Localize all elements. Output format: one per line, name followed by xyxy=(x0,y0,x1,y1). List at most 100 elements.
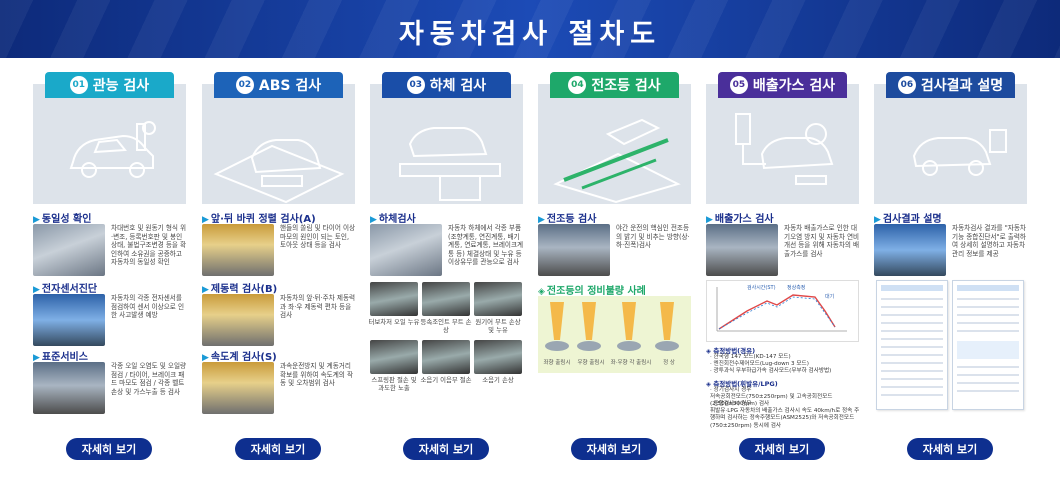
section-desc: 차대번호 및 원동기 형식 위·변조, 등록번호판 및 봉인상태, 불법구조변경… xyxy=(111,224,187,267)
section-desc: 과속운전방지 및 계동거리 확보를 위하여 속도계의 작동 및 오차범위 검사 xyxy=(280,362,354,388)
section-photo xyxy=(202,224,274,276)
step-title: ABS 검사 xyxy=(258,78,322,94)
section-desc: 자동차의 각종 전자센서를 점검하여 센서 이상으로 인한 사고발생 예방 xyxy=(111,294,185,320)
headlight-beam-icon xyxy=(545,302,679,351)
lamp-case-caption: 정 상 xyxy=(663,360,675,366)
method-item: 저속공회전모드(750±250rpm) 및 고속공회전모드(2,500±300r… xyxy=(710,394,833,408)
step-column-1: 01 관능 검사 ▶동일성 확인 차대번호 및 원동기 형식 위·변조, 등록번… xyxy=(33,72,186,417)
report-lines-icon xyxy=(957,285,1019,392)
page-title: 자동차검사 절차도 xyxy=(398,19,662,50)
section-photo xyxy=(202,362,274,414)
method-item: 휘발유·LPG 자동차의 배출가스 검사시 속도 40km/h로 정속 주행하며… xyxy=(710,408,860,429)
section-photo xyxy=(874,224,946,276)
lamp-case-caption: 좌향 출림시 xyxy=(543,360,571,366)
lamp-case-caption: 우향 출림시 xyxy=(577,360,605,366)
car-lift-icon xyxy=(399,127,501,201)
step-title: 하체 검사 xyxy=(429,78,487,94)
graph-label: 대기 xyxy=(825,294,835,300)
more-button-step-6[interactable]: 자세히 보기 xyxy=(907,438,993,460)
section-desc: 자동차검사 결과를 "자동차기능 종합진단서"로 출력하여 상세히 설명하고 자… xyxy=(952,224,1026,258)
headlight-cases-panel: 좌향 출림시 우향 출림시 좌·우향 각 출림시 정 상 xyxy=(538,296,691,373)
method-item: · 엔진회전수제어모드(Lug-down 3 모드) xyxy=(710,361,809,367)
lamp-case-caption: 좌·우향 각 출림시 xyxy=(610,360,652,366)
emission-curve xyxy=(716,287,847,332)
section-photo xyxy=(33,224,105,276)
emission-test-icon xyxy=(735,113,834,185)
section-desc: 자동차 배출가스로 인한 대기오염 방지 및 자동차 연비 개선 등을 위해 자… xyxy=(784,224,860,258)
section-photo xyxy=(33,294,105,346)
defect-caption: 소음기 이음부 절손 xyxy=(420,376,472,384)
step-tab-5: 05 배출가스 검사 xyxy=(718,72,847,98)
step-title: 배출가스 검사 xyxy=(752,78,836,94)
step-title: 검사결과 설명 xyxy=(920,78,1004,94)
defect-photo xyxy=(474,340,522,374)
step-num-badge: 02 xyxy=(235,76,254,94)
section-desc: 자동차의 앞·뒤·주차 제동력과 좌·우 제동력 편차 등을 검사 xyxy=(280,294,356,320)
step-3-illustration xyxy=(370,84,523,204)
section-title: ▶동일성 확인 xyxy=(33,214,92,225)
graph-label: 정상측정 xyxy=(787,285,806,291)
headlight-test-icon xyxy=(553,118,681,204)
diagnosis-report-image xyxy=(876,280,948,410)
defect-caption: 등속조인트 부트 손상 xyxy=(420,318,472,334)
defect-grid: 터보차저 오일 누유 등속조인트 부트 손상 원기어 부트 손상 및 누유 스프… xyxy=(368,282,523,410)
step-column-6: 06 검사결과 설명 ▶검사결과 설명 자동차검사 결과를 "자동차기능 종합진… xyxy=(874,72,1027,417)
step-column-5: 05 배출가스 검사 ▶배출가스 검사 자동차 배출가스로 인한 대기오염 방지… xyxy=(706,72,860,429)
more-button-step-1[interactable]: 자세히 보기 xyxy=(66,438,152,460)
more-button-step-5[interactable]: 자세히 보기 xyxy=(739,438,825,460)
section-desc: 핸들의 쏠림 및 타이어 이상 마모의 원인이 되는 토인, 토아웃 상태 등을… xyxy=(280,224,356,250)
section-title: ▶검사결과 설명 xyxy=(874,214,942,225)
section-title: ▶전자센서진단 xyxy=(33,284,98,295)
step-column-3: 03 하체 검사 ▶하체검사 자동차 하체에서 각종 부품(조향계통, 연진계통… xyxy=(368,72,524,417)
car-result-icon xyxy=(912,129,1007,176)
section-photo xyxy=(538,224,610,276)
more-button-step-2[interactable]: 자세히 보기 xyxy=(235,438,321,460)
more-button-step-4[interactable]: 자세히 보기 xyxy=(571,438,657,460)
step-tab-6: 06 검사결과 설명 xyxy=(886,72,1015,98)
section-title: ▶전조등 검사 xyxy=(538,214,597,225)
method-item: · 한국형 147 모드(KD-147 모드) xyxy=(710,354,791,360)
step-title: 전조등 검사 xyxy=(591,78,661,94)
step-num-badge: 06 xyxy=(897,76,916,94)
emission-graph: 검사시간(ST) 정상측정 대기 xyxy=(706,280,859,342)
section-title: ▶하체검사 xyxy=(370,214,416,225)
car-inspection-icon xyxy=(69,121,156,178)
step-tab-1: 01 관능 검사 xyxy=(45,72,174,98)
defect-photo xyxy=(370,340,418,374)
more-button-step-3[interactable]: 자세히 보기 xyxy=(403,438,489,460)
method-item: · 정기검사시 경우 xyxy=(710,387,752,393)
defect-caption: 스프링판 절손 및 과도한 노출 xyxy=(371,376,417,392)
section-desc: 자동차 하체에서 각종 부품(조향계통, 연진계통, 배기계통, 연료계통, 브… xyxy=(448,224,524,267)
method-title: ◈ 측정방법(경유) xyxy=(706,347,756,355)
defect-caption: 소음기 손상 xyxy=(482,376,514,384)
defect-photo xyxy=(474,282,522,316)
step-5-illustration xyxy=(706,84,859,204)
section-photo xyxy=(706,224,778,276)
car-dyno-icon xyxy=(213,139,345,204)
method-item: · 광투과식 무부하급가속 검사모드(무부하 검사방법) xyxy=(710,368,832,374)
step-num-badge: 04 xyxy=(568,76,587,94)
defect-photo xyxy=(422,340,470,374)
step-num-badge: 05 xyxy=(729,76,748,94)
defect-caption: 원기어 부트 손상 및 누유 xyxy=(475,318,521,334)
defect-photo xyxy=(370,282,418,316)
diagnosis-report-image xyxy=(952,280,1024,410)
section-title: ▶표준서비스 xyxy=(33,352,88,363)
method-title: ◈ 측정방법(휘발유/LPG) xyxy=(706,380,778,388)
case-title: ◈전조등의 정비불량 사례 xyxy=(538,286,646,297)
defect-caption: 터보차저 오일 누유 xyxy=(368,318,420,326)
step-column-4: 04 전조등 검사 ▶전조등 검사 야간 운전의 핵심인 전조등의 밝기 및 비… xyxy=(538,72,691,417)
section-title: ▶제동력 검사(B) xyxy=(202,284,278,295)
section-photo xyxy=(33,362,105,414)
section-photo xyxy=(202,294,274,346)
section-title: ▶앞·뒤 바퀴 정렬 검사(A) xyxy=(202,214,316,225)
step-title: 관능 검사 xyxy=(92,78,150,94)
step-6-illustration xyxy=(874,84,1027,204)
graph-label: 검사시간(ST) xyxy=(747,285,776,291)
hero-pattern xyxy=(0,0,1060,58)
step-tab-4: 04 전조등 검사 xyxy=(550,72,679,98)
defect-photo xyxy=(422,282,470,316)
step-num-badge: 01 xyxy=(69,76,88,94)
section-photo xyxy=(370,224,442,276)
method-item: · 종합검사시 경우 xyxy=(710,401,752,407)
